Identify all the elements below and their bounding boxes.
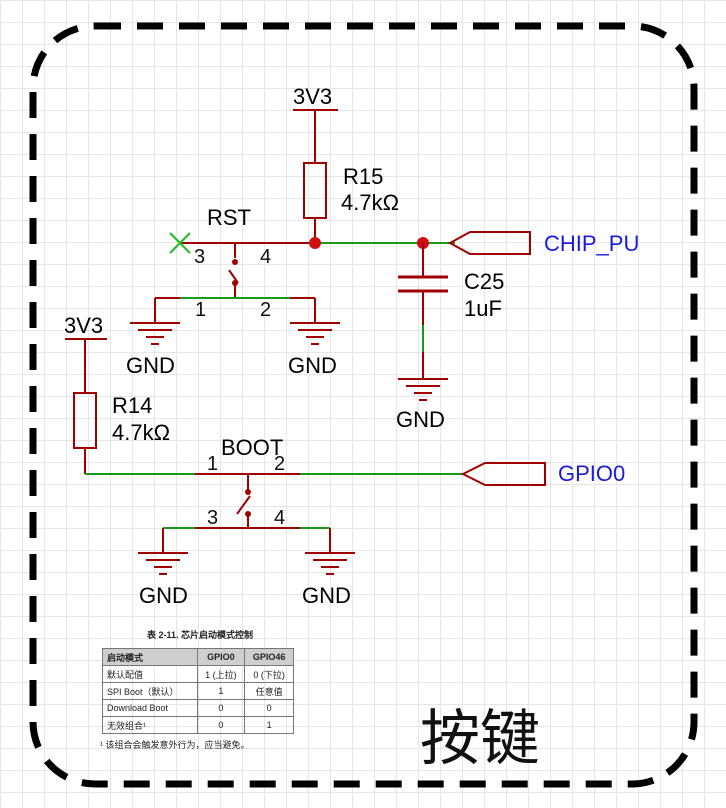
gnd-label: GND [302, 583, 351, 608]
boot-pin-2: 2 [274, 453, 285, 475]
net-port-chip-pu: CHIP_PU [447, 231, 639, 256]
gnd-symbol-boot-right: GND [302, 528, 355, 608]
table-footnote: ¹ 该组合会触发意外行为，应当避免。 [100, 740, 250, 750]
resistor-r14: R14 4.7kΩ [73, 392, 170, 474]
boot-label: BOOT [221, 435, 283, 460]
cell-gpio0: 0 [196, 699, 246, 717]
dashed-frame [29, 22, 698, 788]
gnd-label: GND [126, 353, 175, 378]
junction-dot [309, 237, 321, 249]
capacitor-c25: C25 1uF [398, 243, 504, 378]
c25-value: 1uF [464, 296, 502, 321]
resistor-r15: R15 4.7kΩ [303, 162, 399, 243]
gpio0-label: GPIO0 [558, 461, 625, 486]
vcc-top-label: 3V3 [293, 84, 332, 109]
table-caption: 表 2-11. 芯片启动模式控制 [146, 630, 254, 640]
gnd-label: GND [396, 407, 445, 432]
boot-pin-3: 3 [207, 507, 218, 529]
vcc-left-label: 3V3 [64, 313, 103, 338]
r14-name: R14 [112, 393, 152, 418]
table-header-row: 启动模式 GPIO0 GPIO46 [102, 648, 294, 666]
gnd-label: GND [288, 353, 337, 378]
cell-gpio46: 1 [244, 716, 294, 734]
chip-pu-label: CHIP_PU [544, 231, 639, 256]
gnd-symbol-rst-left: GND [126, 298, 180, 378]
cell-gpio0: 1 [196, 682, 246, 700]
cell-gpio46: 0 [244, 699, 294, 717]
table-row: Download Boot 0 0 [102, 699, 294, 717]
rst-pin-3: 3 [194, 246, 205, 268]
cell-mode: SPI Boot（默认） [102, 682, 198, 700]
cell-mode: Download Boot [102, 699, 198, 717]
boot-pin-1: 1 [207, 453, 218, 475]
vcc-3v3-left: 3V3 [64, 313, 107, 393]
table-header-gpio46: GPIO46 [244, 648, 294, 666]
title-label: 按键 [420, 704, 540, 774]
gnd-label: GND [139, 583, 188, 608]
c25-name: C25 [464, 269, 504, 294]
rst-pin-2: 2 [260, 299, 271, 321]
rst-switch: RST 3 4 1 2 [155, 205, 455, 321]
boot-mode-table-block: 表 2-11. 芯片启动模式控制 启动模式 GPIO0 GPIO46 默认配值 … [100, 628, 300, 751]
r14-value: 4.7kΩ [112, 420, 170, 445]
cell-gpio46: 任意值 [244, 682, 294, 700]
table-row: 无效组合¹ 0 1 [102, 716, 294, 734]
cell-mode: 无效组合¹ [102, 716, 198, 734]
boot-pin-4: 4 [274, 507, 285, 529]
cell-gpio0: 0 [196, 716, 246, 734]
table-row: SPI Boot（默认） 1 任意值 [102, 682, 294, 700]
table-header-gpio0: GPIO0 [196, 648, 246, 666]
r15-value: 4.7kΩ [341, 190, 399, 215]
cell-mode: 默认配值 [102, 665, 198, 683]
rst-pin-1: 1 [195, 299, 206, 321]
boot-switch: BOOT 1 2 3 4 [85, 435, 463, 529]
rst-label: RST [207, 205, 251, 230]
net-port-gpio0: GPIO0 [460, 461, 625, 486]
gnd-symbol-rst-right: GND [288, 298, 340, 378]
table-row: 默认配值 1 (上拉) 0 (下拉) [102, 665, 294, 683]
cell-gpio0: 1 (上拉) [196, 665, 246, 683]
gnd-symbol-c25: GND [396, 378, 448, 432]
gnd-symbol-boot-left: GND [138, 528, 188, 608]
boot-mode-table: 启动模式 GPIO0 GPIO46 默认配值 1 (上拉) 0 (下拉) SPI… [102, 648, 294, 734]
cell-gpio46: 0 (下拉) [244, 665, 294, 683]
r15-name: R15 [343, 164, 383, 189]
vcc-3v3-top: 3V3 [293, 84, 338, 163]
table-header-mode: 启动模式 [102, 648, 198, 666]
rst-pin-4: 4 [260, 246, 271, 268]
